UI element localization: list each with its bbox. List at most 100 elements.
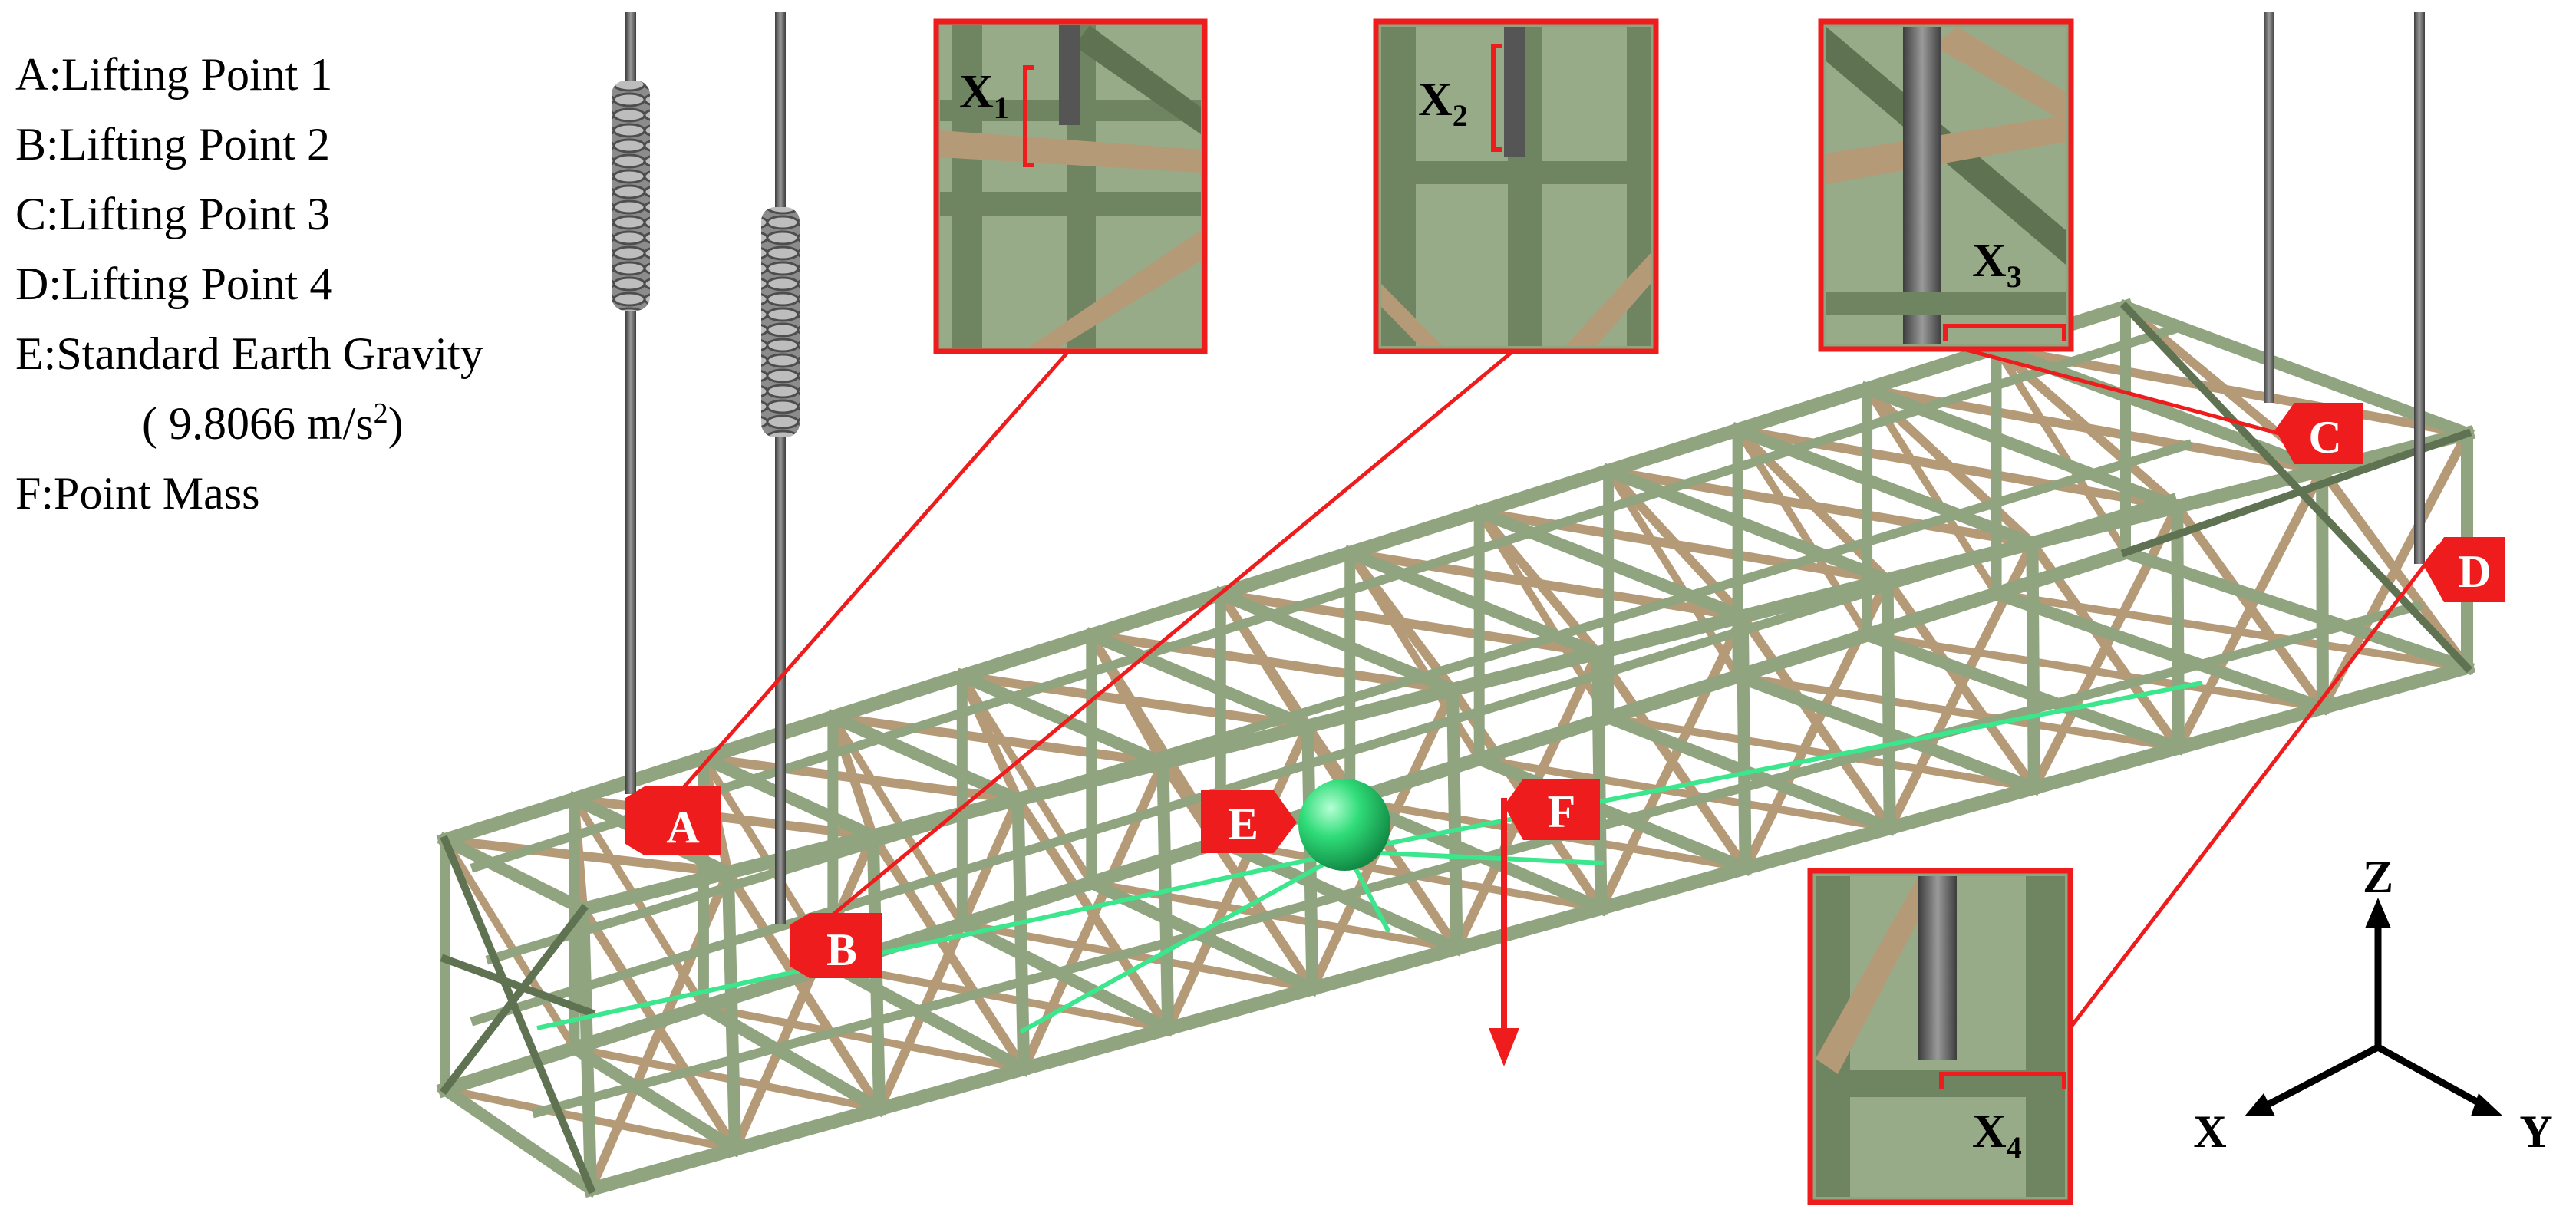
truss-frame [1212,585,1461,698]
cable-d [2414,12,2425,564]
inset-x1-subscript: 1 [994,91,1009,125]
truss-frame [1011,793,1031,1076]
truss-frame [2171,500,2185,754]
svg-text:X4: X4 [1972,1106,2022,1165]
gravity-value-exponent: 2 [373,397,388,430]
marker-d-label: D [2458,546,2491,597]
truss-brace [2172,463,2329,754]
gravity-arrow [1489,798,1519,1066]
inset-x2: X2 [1373,18,1659,354]
legend-item-f: F:Point Mass [15,468,260,519]
truss-brace [1595,610,1749,915]
truss-frame [1471,750,1754,876]
inset-x1: X1 [933,18,1208,354]
truss-frame [1600,463,1895,588]
inset-x4: X4 [1807,868,2073,1205]
inset-x3: X3 [1818,18,2074,352]
truss-frame [954,915,1177,1037]
cable-a [612,12,650,794]
truss-brace [828,961,1173,1033]
marker-a-label: A [666,802,699,852]
truss-frame [2316,463,2329,714]
truss-frame [954,667,1171,771]
legend-item-a: A:Lifting Point 1 [15,49,333,100]
truss-frame [436,1080,600,1198]
truss-chord [575,425,2475,918]
marker-e-label: E [1228,799,1258,849]
gravity-value-prefix: ( 9.8066 m/s [142,398,374,449]
inset-x3-subscript: 3 [2007,259,2022,294]
inset-x1-label: X [959,66,994,118]
legend-gravity-value: ( 9.8066 m/s2) [15,389,483,459]
svg-text:X1: X1 [959,66,1009,125]
axis-y-label: Y [2519,1106,2552,1157]
legend-item-b: B:Lifting Point 2 [15,119,331,170]
inset-x3-label: X [1972,235,2007,287]
truss-frame [1859,627,2187,756]
marker-b: B [790,913,882,978]
legend: A:Lifting Point 1 B:Lifting Point 2 C:Li… [15,40,483,529]
truss-brace [569,1043,885,1114]
truss-frame [437,832,592,918]
truss-chord [436,298,2135,849]
gravity-value-suffix: ) [388,398,404,449]
truss-end-brace [440,954,596,1018]
truss-frame [1156,756,1175,1035]
axis-triad: Z X Y [2193,852,2552,1157]
truss-brace [1474,754,1895,832]
axis-x-label: X [2193,1106,2226,1157]
inset-x4-subscript: 4 [2007,1130,2022,1165]
cable-b [761,12,800,924]
truss-frame [694,998,889,1118]
truss-chord [470,324,2178,873]
truss-brace [1604,713,2039,793]
svg-text:X2: X2 [1418,74,1468,133]
inset-x4-label: X [1972,1106,2007,1158]
inset-leader-lines [666,343,2442,1037]
marker-f-label: F [1548,786,1576,837]
inset-x2-label: X [1418,74,1453,126]
marker-d: D [2425,537,2505,602]
truss-brace [699,1002,1029,1073]
truss-brace [1086,629,1458,695]
truss-end-brace [2119,301,2473,674]
marker-e: E [1201,790,1297,853]
truss-frame [566,1040,744,1158]
truss-end-brace [440,835,596,1195]
truss-brace [1862,630,2327,713]
truss-brace [2316,427,2474,714]
truss-brace [1991,589,2472,672]
truss-structure [436,298,2476,1198]
truss-frame [721,866,742,1155]
truss-frame [1730,668,2043,796]
truss-chord [485,439,2193,965]
spring-a [612,81,650,311]
truss-brace [440,835,734,878]
truss-frame [1446,683,1463,955]
truss-chord [582,658,2476,1198]
truss-brace [826,711,879,842]
truss-brace [2027,500,2184,794]
inset-x2-subscript: 2 [1453,98,1468,133]
truss-end-brace [2120,428,2472,558]
truss-frame [1730,422,2040,552]
mass-connection-lines [536,681,2203,1034]
marker-c-label: C [2308,412,2341,463]
legend-item-e: E:Standard Earth Gravity [15,328,483,379]
marker-a: A [625,786,721,855]
truss-chord [470,493,2178,1027]
truss-frame [1881,573,1896,835]
truss-frame [1341,792,1610,917]
legend-item-d: D:Lifting Point 4 [15,259,333,309]
truss-brace [729,829,879,1155]
axis-z-label: Z [2363,852,2393,902]
truss-frame [695,750,882,845]
truss-frame [2117,544,2475,676]
marker-b-label: B [826,924,857,975]
truss-frame [1988,585,2331,716]
truss-frame [2117,298,2475,442]
legend-item-c: C:Lifting Point 3 [15,189,331,239]
truss-brace [873,793,1024,1116]
svg-text:X3: X3 [1972,235,2022,294]
